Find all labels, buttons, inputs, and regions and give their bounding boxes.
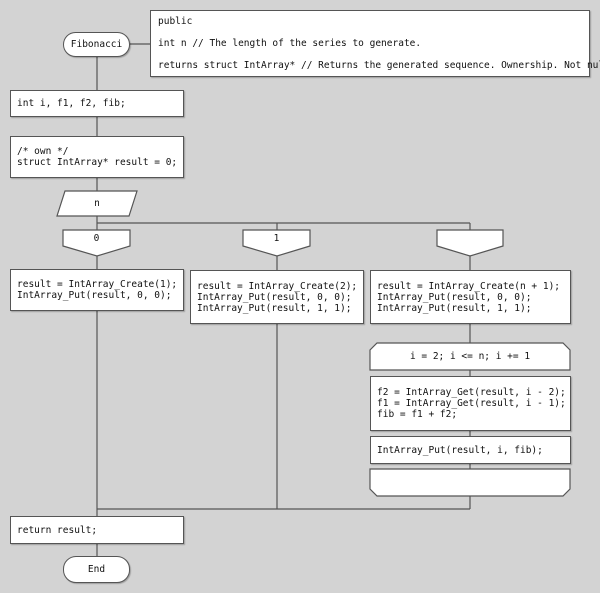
case-0-body[interactable]: result = IntArray_Create(1); IntArray_Pu… <box>10 269 184 311</box>
loop-body-put[interactable]: IntArray_Put(result, i, fib); <box>370 436 571 464</box>
loop-body-compute-text: f2 = IntArray_Get(result, i - 2); f1 = I… <box>377 387 566 420</box>
loop-body-compute[interactable]: f2 = IntArray_Get(result, i - 2); f1 = I… <box>370 376 571 431</box>
start-terminal-label: Fibonacci <box>70 39 123 50</box>
case-default[interactable] <box>437 230 503 246</box>
case-default-body-text: result = IntArray_Create(n + 1); IntArra… <box>377 280 561 314</box>
declare-ints-box[interactable]: int i, f1, f2, fib; <box>10 90 184 117</box>
loop-header[interactable]: i = 2; i <= n; i += 1 <box>370 343 570 370</box>
case-0-label: 0 <box>93 232 100 244</box>
declare-result-box[interactable]: /* own */ struct IntArray* result = 0; <box>10 136 184 178</box>
loop-body-put-text: IntArray_Put(result, i, fib); <box>377 444 543 456</box>
loop-header-text: i = 2; i <= n; i += 1 <box>409 351 531 362</box>
comment-param: int n // The length of the series to gen… <box>158 38 422 49</box>
function-comment-box[interactable]: public int n // The length of the series… <box>150 10 600 77</box>
comment-returns: returns struct IntArray* // Returns the … <box>158 60 600 71</box>
case-0-shape <box>62 229 131 257</box>
case-default-shape <box>436 229 504 257</box>
comment-visibility: public <box>158 16 193 27</box>
case-1-body-text: result = IntArray_Create(2); IntArray_Pu… <box>197 280 358 314</box>
case-default-body[interactable]: result = IntArray_Create(n + 1); IntArra… <box>370 270 571 324</box>
case-1-body[interactable]: result = IntArray_Create(2); IntArray_Pu… <box>190 270 364 324</box>
end-terminal-label: End <box>87 564 106 575</box>
switch-input[interactable]: n <box>57 191 137 216</box>
declare-ints-text: int i, f1, f2, fib; <box>17 98 126 109</box>
declare-result-text: /* own */ struct IntArray* result = 0; <box>17 146 178 168</box>
case-1[interactable]: 1 <box>243 230 310 246</box>
end-terminal[interactable]: End <box>63 556 130 583</box>
loop-header-shape <box>369 342 571 371</box>
case-1-label: 1 <box>273 232 280 244</box>
switch-input-label: n <box>94 198 100 209</box>
case-0-body-text: result = IntArray_Create(1); IntArray_Pu… <box>17 279 178 301</box>
input-parallelogram <box>56 190 138 217</box>
case-0[interactable]: 0 <box>63 230 130 246</box>
case-1-shape <box>242 229 311 257</box>
return-box[interactable]: return result; <box>10 516 184 544</box>
loop-footer-shape <box>369 468 571 497</box>
loop-footer[interactable] <box>370 469 570 496</box>
start-terminal[interactable]: Fibonacci <box>63 32 130 57</box>
return-text: return result; <box>17 524 98 536</box>
